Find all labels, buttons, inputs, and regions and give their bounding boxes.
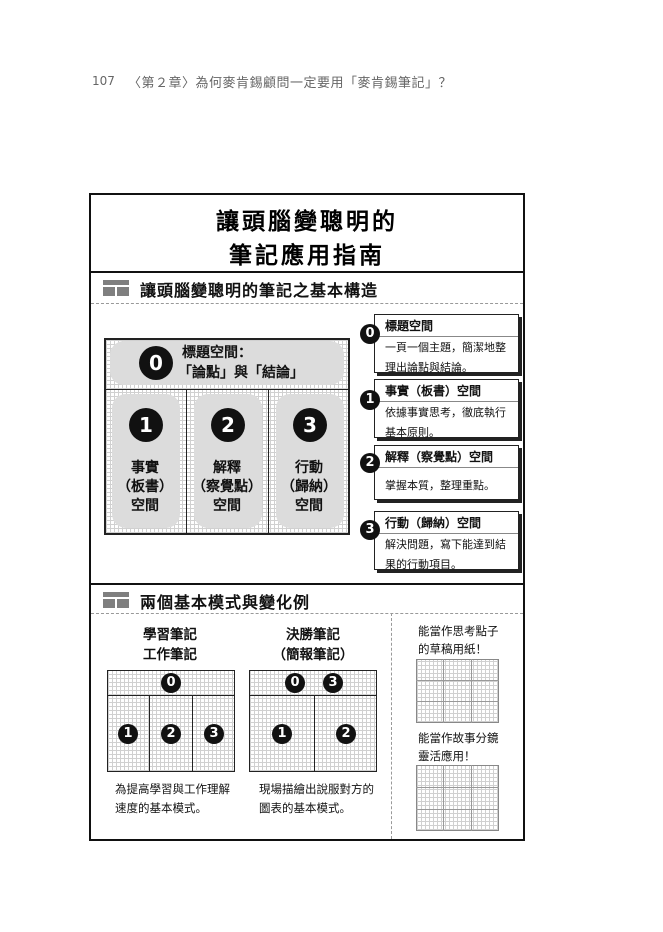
action-space-label-line2: （歸納） xyxy=(281,479,337,495)
mode-a-column-number: 2 xyxy=(161,724,181,744)
card-body-line1: 解決問題，寫下能達到結 xyxy=(385,538,506,551)
mode-a-column-divider xyxy=(192,695,193,772)
variant1-note-line2: 的草稿用紙！ xyxy=(418,642,487,656)
section1-top-rule xyxy=(91,271,523,273)
mode-a-title-line1: 學習筆記 xyxy=(143,627,197,643)
column-separator xyxy=(268,389,269,535)
mode-b-title-line1: 決勝筆記 xyxy=(286,627,340,643)
variant2-grid-line xyxy=(416,787,499,788)
mode-b-caption-line1: 現場描繪出說服對方的 xyxy=(259,782,374,796)
card-body-line2: 基本原則。 xyxy=(385,426,440,439)
variant2-grid-line xyxy=(471,765,472,831)
card-title-space: 標題空間 一頁一個主題，簡潔地整 理出論點與結論。 xyxy=(374,314,519,374)
section1-divider xyxy=(91,303,523,304)
fact-space-label-line1: 事實 xyxy=(131,460,159,476)
fact-space-label-line2: （板書） xyxy=(117,479,173,495)
mode-a-header-divider xyxy=(107,695,235,696)
variant1-sketch-sheet xyxy=(416,659,499,723)
section1-icon xyxy=(103,280,129,296)
card-body-line2: 理出論點與結論。 xyxy=(385,361,473,374)
mode-b-caption-line2: 圖表的基本模式。 xyxy=(259,801,351,815)
mode-a-layout xyxy=(107,670,235,772)
card-body-line2: 果的行動項目。 xyxy=(385,558,462,571)
figure-title-line2: 筆記應用指南 xyxy=(229,243,385,269)
card-number: 0 xyxy=(360,324,380,344)
title-space-label-line2: 「論點」與「結論」 xyxy=(178,365,304,381)
variant2-note-line2: 靈活應用！ xyxy=(418,749,476,763)
variant1-grid-line xyxy=(416,680,499,681)
variant1-note-line1: 能當作思考點子 xyxy=(418,624,499,638)
card-title: 標題空間 xyxy=(375,315,518,337)
section2-divider xyxy=(91,613,523,614)
mode-b-title-number: 3 xyxy=(323,673,343,693)
mode-a-column-divider xyxy=(149,695,150,772)
section1-title: 讓頭腦變聰明的筆記之基本構造 xyxy=(140,281,379,300)
variant-divider xyxy=(391,613,392,839)
mode-b-column-number: 1 xyxy=(272,724,292,744)
figure-frame xyxy=(89,193,525,841)
card-fact-space: 事實（板書）空間 依據事實思考，徹底執行 基本原則。 xyxy=(374,379,519,439)
section2-title: 兩個基本模式與變化例 xyxy=(140,593,311,612)
variant2-note-line1: 能當作故事分鏡 xyxy=(418,731,499,745)
interpretation-space-number: 2 xyxy=(211,408,245,442)
variant1-grid-line xyxy=(443,659,444,723)
figure-title-line1: 讓頭腦變聰明的 xyxy=(216,209,398,235)
action-space-label-line3: 空間 xyxy=(295,498,323,514)
mode-b-layout xyxy=(249,670,377,772)
card-interpretation-space: 解釋（察覺點）空間 掌握本質，整理重點。 xyxy=(374,445,519,500)
card-body-line1: 依據事實思考，徹底執行 xyxy=(385,406,506,419)
mode-a-column-number: 1 xyxy=(118,724,138,744)
variant1-grid-line xyxy=(471,659,472,723)
card-number: 1 xyxy=(360,390,380,410)
card-title: 事實（板書）空間 xyxy=(375,380,518,402)
mode-a-title-line2: 工作筆記 xyxy=(143,647,197,663)
card-body-line1: 一頁一個主題，簡潔地整 xyxy=(385,341,506,354)
section2-top-rule xyxy=(91,583,523,585)
running-title: 〈第２章〉為何麥肯錫顧問一定要用「麥肯錫筆記」？ xyxy=(128,76,453,91)
card-number: 2 xyxy=(360,453,380,473)
card-body-line1: 掌握本質，整理重點。 xyxy=(385,479,495,492)
mode-a-caption-line2: 速度的基本模式。 xyxy=(115,801,207,815)
column-separator xyxy=(186,389,187,535)
action-space-label-line1: 行動 xyxy=(295,460,323,476)
mode-a-column-number: 3 xyxy=(204,724,224,744)
variant2-grid-line xyxy=(443,765,444,831)
mode-b-header-divider xyxy=(249,695,377,696)
mode-b-title-line2: （簡報筆記） xyxy=(272,647,354,663)
mode-a-title-number: 0 xyxy=(161,673,181,693)
interpretation-space-label-line3: 空間 xyxy=(213,498,241,514)
card-title: 行動（歸納）空間 xyxy=(375,512,518,534)
interpretation-space-label-line2: （察覺點） xyxy=(192,479,262,495)
title-space-number: 0 xyxy=(139,346,173,380)
mode-b-column-number: 2 xyxy=(336,724,356,744)
mode-b-column-divider xyxy=(314,695,315,772)
card-number: 3 xyxy=(360,520,380,540)
interpretation-space-label-line1: 解釋 xyxy=(213,460,241,476)
section2-icon xyxy=(103,592,129,608)
mode-a-caption-line1: 為提高學習與工作理解 xyxy=(115,782,230,796)
fact-space-number: 1 xyxy=(129,408,163,442)
card-action-space: 行動（歸納）空間 解決問題，寫下能達到結 果的行動項目。 xyxy=(374,511,519,571)
page-number: 107 xyxy=(92,74,115,88)
variant2-grid-line xyxy=(416,809,499,810)
title-space-label-line1: 標題空間： xyxy=(182,345,252,361)
fact-space-label-line3: 空間 xyxy=(131,498,159,514)
diagram-divider xyxy=(104,389,350,390)
action-space-number: 3 xyxy=(293,408,327,442)
mode-b-title-number: 0 xyxy=(285,673,305,693)
card-title: 解釋（察覺點）空間 xyxy=(375,446,518,468)
variant1-grid-line xyxy=(416,701,499,702)
variant2-storyboard-sheet xyxy=(416,765,499,831)
